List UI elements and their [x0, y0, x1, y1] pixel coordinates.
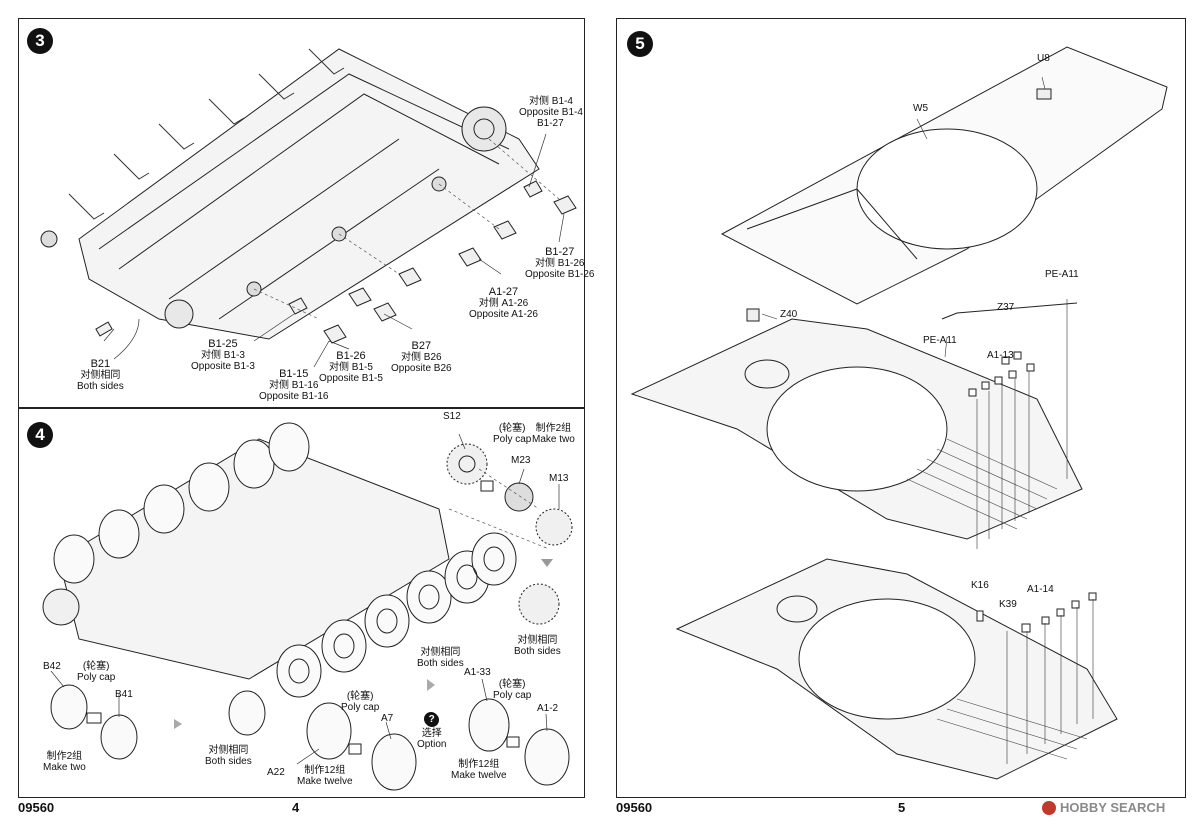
- right-page-number: 5: [898, 800, 906, 815]
- label-pe-a11-left: PE-A11: [923, 335, 957, 346]
- label-poly-cap-left: (轮塞)Poly cap: [77, 661, 116, 683]
- label-pe-a11-top: PE-A11: [1045, 269, 1079, 280]
- step-5-panel: 5: [616, 18, 1186, 798]
- label-m13: M13: [549, 473, 569, 484]
- watermark: HOBBY SEARCH: [1060, 800, 1166, 815]
- label-a22: A22: [267, 767, 285, 778]
- label-k39: K39: [999, 599, 1017, 610]
- step-3-drawing: [40, 48, 577, 368]
- label-poly-cap-right: (轮塞)Poly cap: [493, 679, 532, 701]
- label-u8: U8: [1037, 53, 1050, 64]
- step-4-panel: 4: [18, 408, 585, 798]
- label-b1-27-top: B1-27: [537, 118, 564, 129]
- label-poly-cap-top: (轮塞)Poly cap: [493, 423, 532, 445]
- left-page-code: 09560: [18, 800, 55, 815]
- step-4-drawing: [42, 422, 573, 791]
- label-w5: W5: [913, 103, 928, 114]
- label-a1-33: A1-33: [464, 667, 491, 678]
- label-a1-13: A1-13: [987, 350, 1014, 361]
- label-k16: K16: [971, 580, 989, 591]
- label-a7: A7: [381, 713, 394, 724]
- label-a1-14: A1-14: [1027, 584, 1054, 595]
- label-z40: Z40: [780, 309, 798, 320]
- step-4-number: 4: [27, 422, 53, 448]
- label-b41: B41: [115, 689, 133, 700]
- label-z37: Z37: [997, 302, 1015, 313]
- label-m23: M23: [511, 455, 531, 466]
- label-b42: B42: [43, 661, 61, 672]
- watermark-logo-icon: [1042, 801, 1056, 815]
- label-a1-2: A1-2: [537, 703, 559, 714]
- label-poly-cap-mid: (轮塞)Poly cap: [341, 691, 380, 713]
- option-icon: ?: [424, 713, 439, 727]
- right-page-code: 09560: [616, 800, 653, 815]
- step-3-number: 3: [27, 28, 53, 54]
- step-5-drawing: [630, 46, 1168, 780]
- label-s12: S12: [443, 411, 461, 422]
- step-3-panel: 3: [18, 18, 595, 408]
- left-page-number: 4: [292, 800, 300, 815]
- step-5-number: 5: [627, 31, 653, 57]
